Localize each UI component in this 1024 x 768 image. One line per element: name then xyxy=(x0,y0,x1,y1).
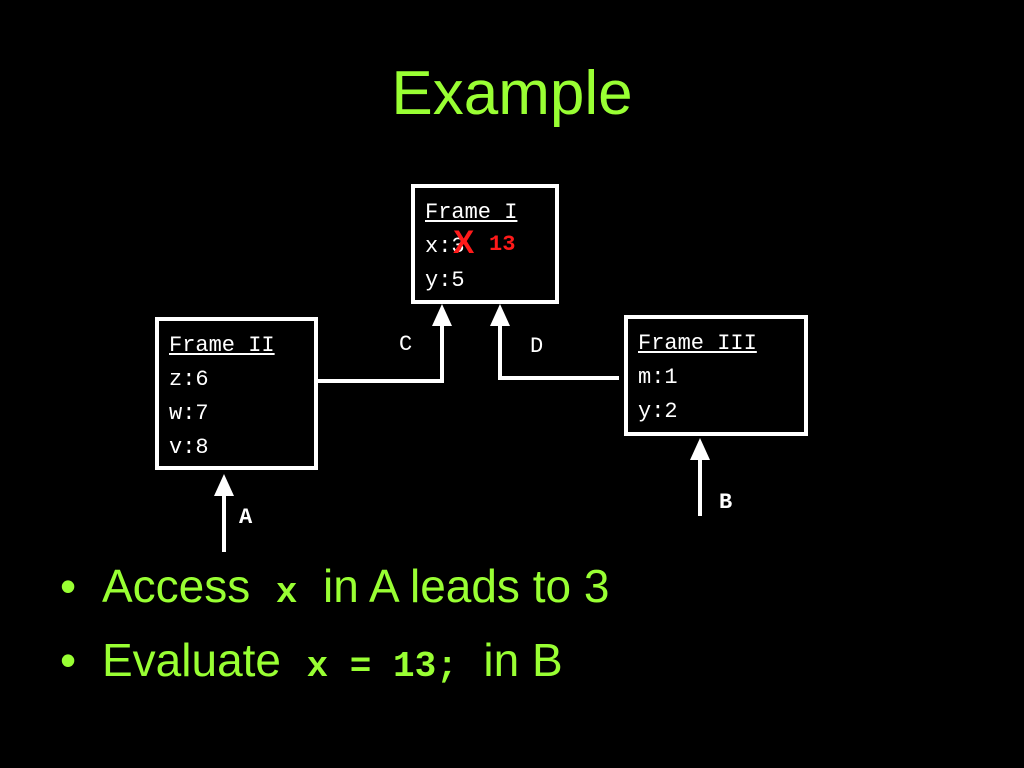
pointer-a-arrowhead xyxy=(214,474,234,496)
edge-c-line xyxy=(317,312,444,383)
frame-iii-box: Frame III m:1 y:2 xyxy=(624,315,808,436)
frame-i-y-row: y:5 xyxy=(425,268,465,293)
bullet-item-access: • Access x in A leads to 3 xyxy=(60,556,609,630)
bullet-dot: • xyxy=(60,560,77,612)
frame-ii-box: Frame II z:6 w:7 v:8 xyxy=(155,317,318,470)
frame-ii-title: Frame II xyxy=(169,333,275,358)
pointer-a-label: A xyxy=(239,505,253,530)
pointer-b-arrowhead xyxy=(690,438,710,460)
bullet-text-post: in B xyxy=(470,634,563,686)
bullet-item-evaluate: • Evaluate x = 13; in B xyxy=(60,630,609,704)
frame-i-x-old-value: 3 xyxy=(451,234,465,259)
bullet-text-post: in A leads to 3 xyxy=(310,560,610,612)
pointer-b-label: B xyxy=(719,490,733,515)
edge-d-line xyxy=(498,312,619,380)
slide-title: Example xyxy=(391,59,633,128)
bullet-code: x xyxy=(275,572,298,613)
frame-i-title: Frame I xyxy=(425,200,518,225)
bullet-text-pre: Access xyxy=(102,560,264,612)
frame-i-x-label: x: xyxy=(425,234,452,259)
frame-iii-y-row: y:2 xyxy=(638,399,678,424)
bullet-list: • Access x in A leads to 3 • Evaluate x = … xyxy=(60,556,609,704)
edge-d-label: D xyxy=(530,334,544,359)
frame-iii-m-row: m:1 xyxy=(638,365,678,390)
frame-i-box: Frame I x:3 y:5 xyxy=(411,184,559,304)
edge-c-label: C xyxy=(399,332,413,357)
bullet-dot: • xyxy=(60,634,77,686)
frame-ii-w-row: w:7 xyxy=(169,401,209,426)
strike-x-mark: X xyxy=(453,224,475,260)
frame-i-x-new-value: 13 xyxy=(489,232,516,257)
bullet-text-pre: Evaluate xyxy=(102,634,294,686)
frame-iii-title: Frame III xyxy=(638,331,757,356)
frame-ii-z-row: z:6 xyxy=(169,367,209,392)
edge-d-arrowhead xyxy=(490,304,510,326)
frame-ii-v-row: v:8 xyxy=(169,435,209,460)
edge-c-arrowhead xyxy=(432,304,452,326)
frame-i-x-row: x:3 xyxy=(425,230,545,264)
bullet-code: x = 13; xyxy=(306,646,458,687)
